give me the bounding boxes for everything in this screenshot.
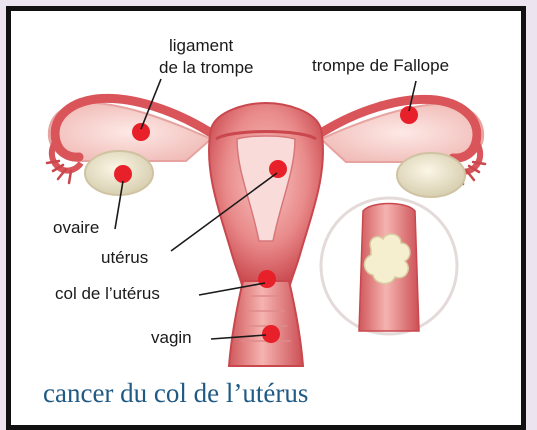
marker-col [258, 270, 276, 288]
label-col: col de l’utérus [55, 285, 160, 303]
marker-vagin [262, 325, 280, 343]
marker-uterus [269, 160, 287, 178]
marker-ovary [114, 165, 132, 183]
label-uterus: utérus [101, 249, 148, 267]
label-ligament-line2: de la trompe [159, 59, 254, 77]
marker-ligament [132, 123, 150, 141]
vagina [229, 281, 303, 366]
label-ovaire: ovaire [53, 219, 99, 237]
label-ligament-line1: ligament [169, 37, 233, 55]
label-trompe: trompe de Fallope [312, 57, 449, 75]
label-vagin: vagin [151, 329, 192, 347]
diagram-frame: ligament de la trompe trompe de Fallope … [6, 6, 526, 430]
diagram-caption: cancer du col de l’utérus [43, 378, 308, 409]
right-ovary [397, 153, 465, 197]
